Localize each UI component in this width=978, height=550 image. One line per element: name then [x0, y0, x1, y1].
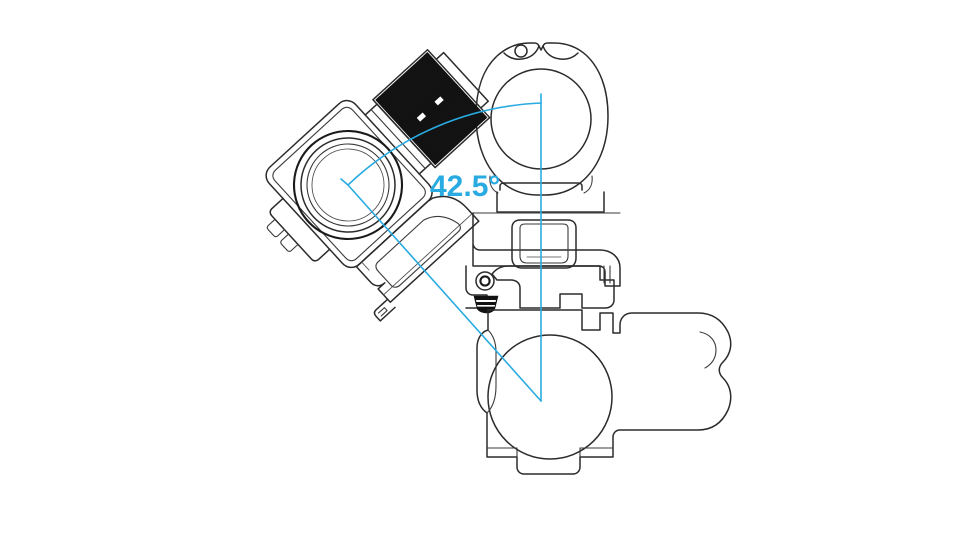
- knurl-keyway-notch-b: [434, 96, 444, 106]
- clamp-nut-gap-1: [476, 300, 496, 302]
- optic-mount-arm-cutout: [375, 215, 461, 288]
- clamp-screw-head-inner: [479, 275, 491, 287]
- clamp-screw-head-outer: [475, 271, 495, 291]
- receiver-group: [476, 309, 732, 475]
- scope-ring-bolt-hole: [514, 44, 528, 58]
- clamp-nut-group: [473, 295, 499, 314]
- receiver-rail-tab-right: [579, 447, 614, 458]
- optic-mount-arm-rib-a: [383, 213, 473, 296]
- knurl-crosshatch: [381, 58, 482, 159]
- receiver-outline: [476, 309, 732, 475]
- scope-ring-lower-right-lug: [583, 175, 593, 194]
- mount-base-group: [465, 182, 621, 314]
- angle-ray-canted: [347, 184, 542, 402]
- receiver-bore-circle: [487, 334, 613, 460]
- clamp-nut-gap-2: [477, 305, 495, 307]
- angle-arc: [347, 102, 542, 186]
- optic-side-tab-upper: [266, 218, 286, 238]
- mount-base-clamp-arm: [465, 265, 488, 309]
- mount-base-tension-slot: [603, 265, 611, 284]
- optic-mount-foot-notch: [377, 307, 388, 317]
- angle-arc-tick-canted: [340, 178, 349, 186]
- scope-ring-outer-body: [475, 42, 609, 196]
- knurl-keyway-band: [399, 77, 464, 140]
- optic-side-tab-block: [269, 197, 331, 262]
- optic-mount-arm-outline: [355, 195, 480, 303]
- receiver-left-web: [486, 329, 497, 414]
- optic-mount-arm-rib-b: [361, 261, 370, 271]
- optic-mount-foot-left: [373, 298, 396, 322]
- mount-base-body: [472, 212, 621, 287]
- mount-base-lower-shelf: [491, 265, 615, 309]
- angle-dimension-label: 42.5°: [430, 170, 500, 203]
- recoil-lug-block-inner: [519, 223, 569, 264]
- angle-annotation-group: 42.5°: [340, 93, 542, 402]
- optic-housing-outline: [265, 99, 433, 269]
- receiver-rail-tab-left: [486, 447, 518, 458]
- optic-housing-inner-line: [272, 106, 426, 262]
- optic-side-tab-lower: [280, 233, 299, 252]
- receiver-right-contour: [699, 331, 717, 369]
- scope-ring-split-left: [503, 45, 540, 60]
- knurl-barrel-outline: [372, 48, 491, 169]
- clamp-screw-group: [475, 271, 495, 291]
- knurl-keyway-notch-a: [416, 112, 427, 122]
- knurled-adjustment-knob[interactable]: [372, 43, 497, 169]
- knurl-end-cap: [435, 51, 490, 109]
- scope-ring-split-right: [542, 45, 579, 60]
- optic-turret-shoulder-line: [370, 109, 426, 170]
- canted-optic-assembly: [265, 43, 497, 322]
